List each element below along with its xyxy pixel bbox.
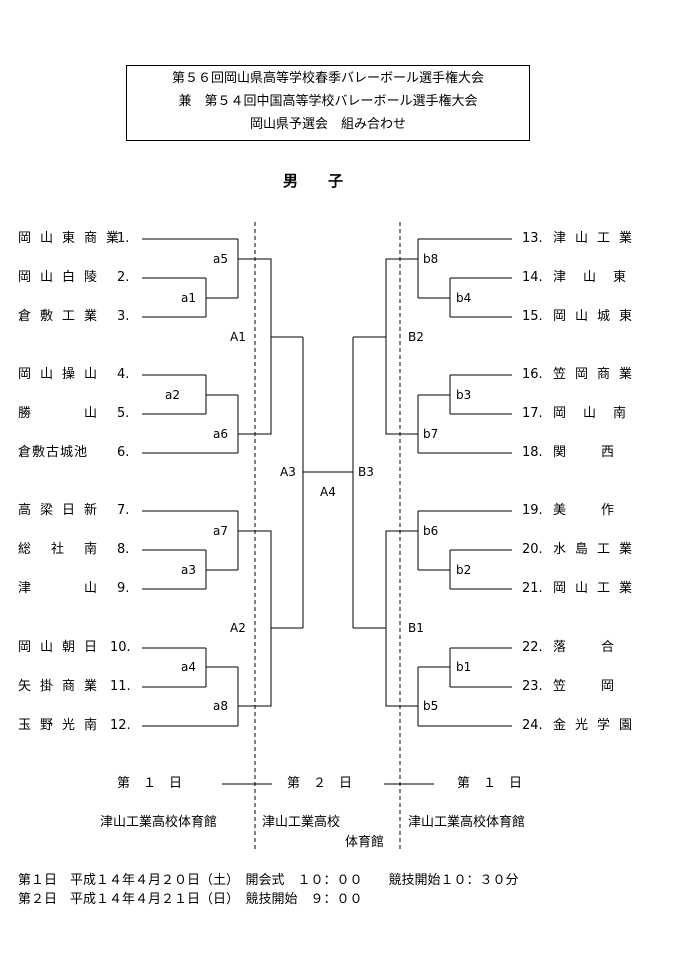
match-label: B1 <box>408 621 424 635</box>
right-team-name: 金光学園 <box>553 718 642 733</box>
match-label: b6 <box>423 524 439 538</box>
match-label: a2 <box>165 388 180 402</box>
match-label: A2 <box>230 621 246 635</box>
left-team-num: 10. <box>110 640 131 655</box>
day-label-center: 第 ２ 日 <box>287 776 353 791</box>
left-team-name: 矢掛商業 <box>18 679 107 694</box>
match-label: B2 <box>408 330 424 344</box>
venue-center-line2: 体育館 <box>345 835 385 850</box>
division-heading: 男 子 <box>283 172 344 190</box>
right-team-name: 水島工業 <box>553 542 642 557</box>
left-team-name: 高梁日新 <box>18 503 107 518</box>
right-team-num: 19. <box>522 503 543 518</box>
left-team-num: 9. <box>117 581 130 596</box>
match-label: a1 <box>181 291 196 305</box>
right-team-name: 津山工業 <box>553 231 642 246</box>
right-team-name: 関 西 <box>553 445 614 460</box>
right-team-num: 20. <box>522 542 543 557</box>
right-team-name: 笠 岡 <box>553 679 614 694</box>
left-team-name: 岡山朝日 <box>18 640 107 655</box>
match-label: a4 <box>181 660 196 674</box>
title-line-3: 岡山県予選会 組み合わせ <box>249 117 406 132</box>
right-team-name: 岡山工業 <box>553 581 642 596</box>
day-label-right: 第 １ 日 <box>457 776 523 791</box>
left-team-num: 3. <box>117 309 130 324</box>
left-team-num: 12. <box>110 718 131 733</box>
match-label: a3 <box>181 563 196 577</box>
right-team-name: 笠岡商業 <box>553 367 642 382</box>
right-team-num: 22. <box>522 640 543 655</box>
schedule-line-1: 第１日 平成１４年４月２０日（土） 開会式 １０：００ 競技開始１０：３０分 <box>18 873 519 888</box>
left-team-num: 5. <box>117 406 130 421</box>
right-team-name: 津 山 東 <box>553 270 629 285</box>
match-label: B3 <box>358 465 374 479</box>
left-team-name: 総社南 <box>18 542 118 557</box>
match-label: b1 <box>456 660 472 674</box>
right-team-num: 24. <box>522 718 543 733</box>
left-team-name: 津 山 <box>18 581 107 596</box>
title-line-2: 兼 第５４回中国高等学校バレーボール選手権大会 <box>178 94 478 109</box>
left-team-name: 倉敷工業 <box>18 309 107 324</box>
match-label: a8 <box>213 699 228 713</box>
right-team-num: 18. <box>522 445 543 460</box>
left-team-num: 6. <box>117 445 130 460</box>
match-label: a7 <box>213 524 228 538</box>
left-team-num: 2. <box>117 270 130 285</box>
match-label: b5 <box>423 699 439 713</box>
match-label: A3 <box>280 465 296 479</box>
right-team-num: 17. <box>522 406 543 421</box>
venue-left: 津山工業高校体育館 <box>100 815 218 830</box>
left-team-name: 倉敷古城池 <box>18 445 89 460</box>
right-team-name: 落 合 <box>553 640 614 655</box>
left-team-name: 岡山東商業 <box>18 231 129 246</box>
match-label: a6 <box>213 427 228 441</box>
match-label: b2 <box>456 563 472 577</box>
left-team-name: 玉野光南 <box>18 718 107 733</box>
left-team-name: 岡山白陵 <box>18 270 107 285</box>
match-label: A4 <box>320 485 336 499</box>
match-label: b3 <box>456 388 472 402</box>
right-team-num: 23. <box>522 679 543 694</box>
right-team-name: 美 作 <box>553 503 614 518</box>
day-label-left: 第 １ 日 <box>117 776 183 791</box>
right-team-num: 13. <box>522 231 543 246</box>
title-box: 第５６回岡山県高等学校春季バレーボール選手権大会 兼 第５４回中国高等学校バレー… <box>126 65 530 141</box>
left-team-num: 7. <box>117 503 130 518</box>
left-team-name: 岡山操山 <box>18 367 107 382</box>
left-team-num: 4. <box>117 367 130 382</box>
match-label: A1 <box>230 330 246 344</box>
match-label: b4 <box>456 291 472 305</box>
venue-right: 津山工業高校体育館 <box>408 815 526 830</box>
title-line-1: 第５６回岡山県高等学校春季バレーボール選手権大会 <box>171 71 484 86</box>
right-team-num: 14. <box>522 270 543 285</box>
right-team-name: 岡 山 南 <box>553 406 629 421</box>
right-team-num: 21. <box>522 581 543 596</box>
match-label: b8 <box>423 252 439 266</box>
match-label: b7 <box>423 427 439 441</box>
left-team-num: 1. <box>117 231 130 246</box>
match-label: a5 <box>213 252 228 266</box>
schedule-line-2: 第２日 平成１４年４月２１日（日） 競技開始 ９：００ <box>18 892 363 907</box>
right-team-name: 岡山城東 <box>553 309 642 324</box>
right-team-num: 15. <box>522 309 543 324</box>
venue-center-line1: 津山工業高校 <box>262 815 341 830</box>
right-team-num: 16. <box>522 367 543 382</box>
left-team-num: 8. <box>117 542 130 557</box>
left-team-name: 勝 山 <box>18 406 107 421</box>
left-team-num: 11. <box>110 679 131 694</box>
